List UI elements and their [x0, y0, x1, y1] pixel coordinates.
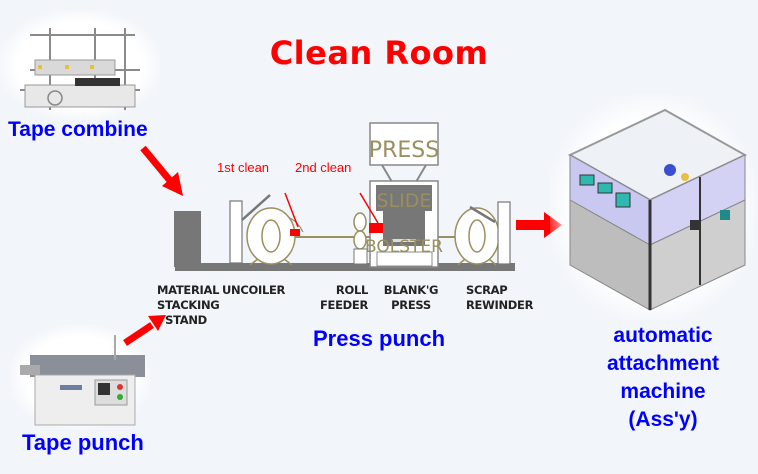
tape-combine-machine-icon [20, 28, 140, 110]
first-clean-label: 1st clean [217, 160, 270, 175]
arrow-tape-combine-to-stand [140, 145, 183, 196]
first-clean-marker [284, 192, 300, 236]
stage-label-line: FEEDER [319, 298, 368, 312]
tape-combine-label: Tape combine [8, 118, 148, 141]
stage-label-line: SCRAP [466, 283, 508, 297]
tape-punch-machine-icon [20, 335, 145, 426]
stage-label-line: PRESS [391, 298, 431, 312]
stage-label-line: ROLL [335, 283, 368, 297]
arrow-tape-punch-to-stand [123, 315, 166, 346]
slide-text: SLIDE [377, 190, 432, 212]
stage-label-scrap-rewinder: SCRAP REWINDER [466, 283, 533, 313]
stage-label-roll-feeder: ROLL FEEDER [310, 283, 368, 313]
second-clean-label: 2nd clean [295, 160, 352, 175]
scrap-rewinder [454, 201, 511, 266]
label-line: machine [620, 380, 706, 403]
automatic-attachment-label: automatic attachment machine (Ass'y) [578, 322, 748, 434]
label-line: attachment [606, 352, 720, 375]
press-head [369, 122, 439, 166]
label-line: (Ass'y) [628, 408, 698, 431]
stage-label-line: STACKING [157, 298, 220, 312]
page-title: Clean Room [269, 34, 489, 72]
tape-combine-machine-image [0, 10, 160, 120]
base-rail [175, 263, 515, 271]
stage-label-line: REWINDER [466, 298, 534, 312]
stage-label-line: BLANK'G [383, 283, 439, 297]
label-line: automatic [613, 324, 713, 347]
second-clean-marker [359, 192, 383, 233]
stage-label-uncoiler: UNCOILER [222, 283, 285, 298]
press-text: PRESS [369, 138, 439, 163]
press-line-schematic: PRESS SLIDE BOLSTER [174, 122, 515, 271]
material-stacking-stand-block [174, 211, 201, 267]
press-punch-label: Press punch [313, 326, 446, 351]
uncoiler [229, 194, 304, 266]
automatic-attachment-machine-icon [567, 108, 748, 311]
stage-label-line: STAND [165, 313, 207, 327]
automatic-attachment-machine-image [550, 95, 755, 320]
stage-label-line: UNCOILER [222, 283, 286, 297]
stage-label-material-stacking-stand: MATERIAL STACKING STAND [157, 283, 220, 328]
bolster-text: BOLSTER [365, 237, 443, 257]
stage-label-line: MATERIAL [157, 283, 220, 297]
roll-feeder [353, 212, 368, 265]
tape-punch-label: Tape punch [22, 430, 144, 455]
blanking-press: PRESS SLIDE BOLSTER [365, 122, 443, 268]
stage-label-blanking-press: BLANK'G PRESS [380, 283, 442, 313]
